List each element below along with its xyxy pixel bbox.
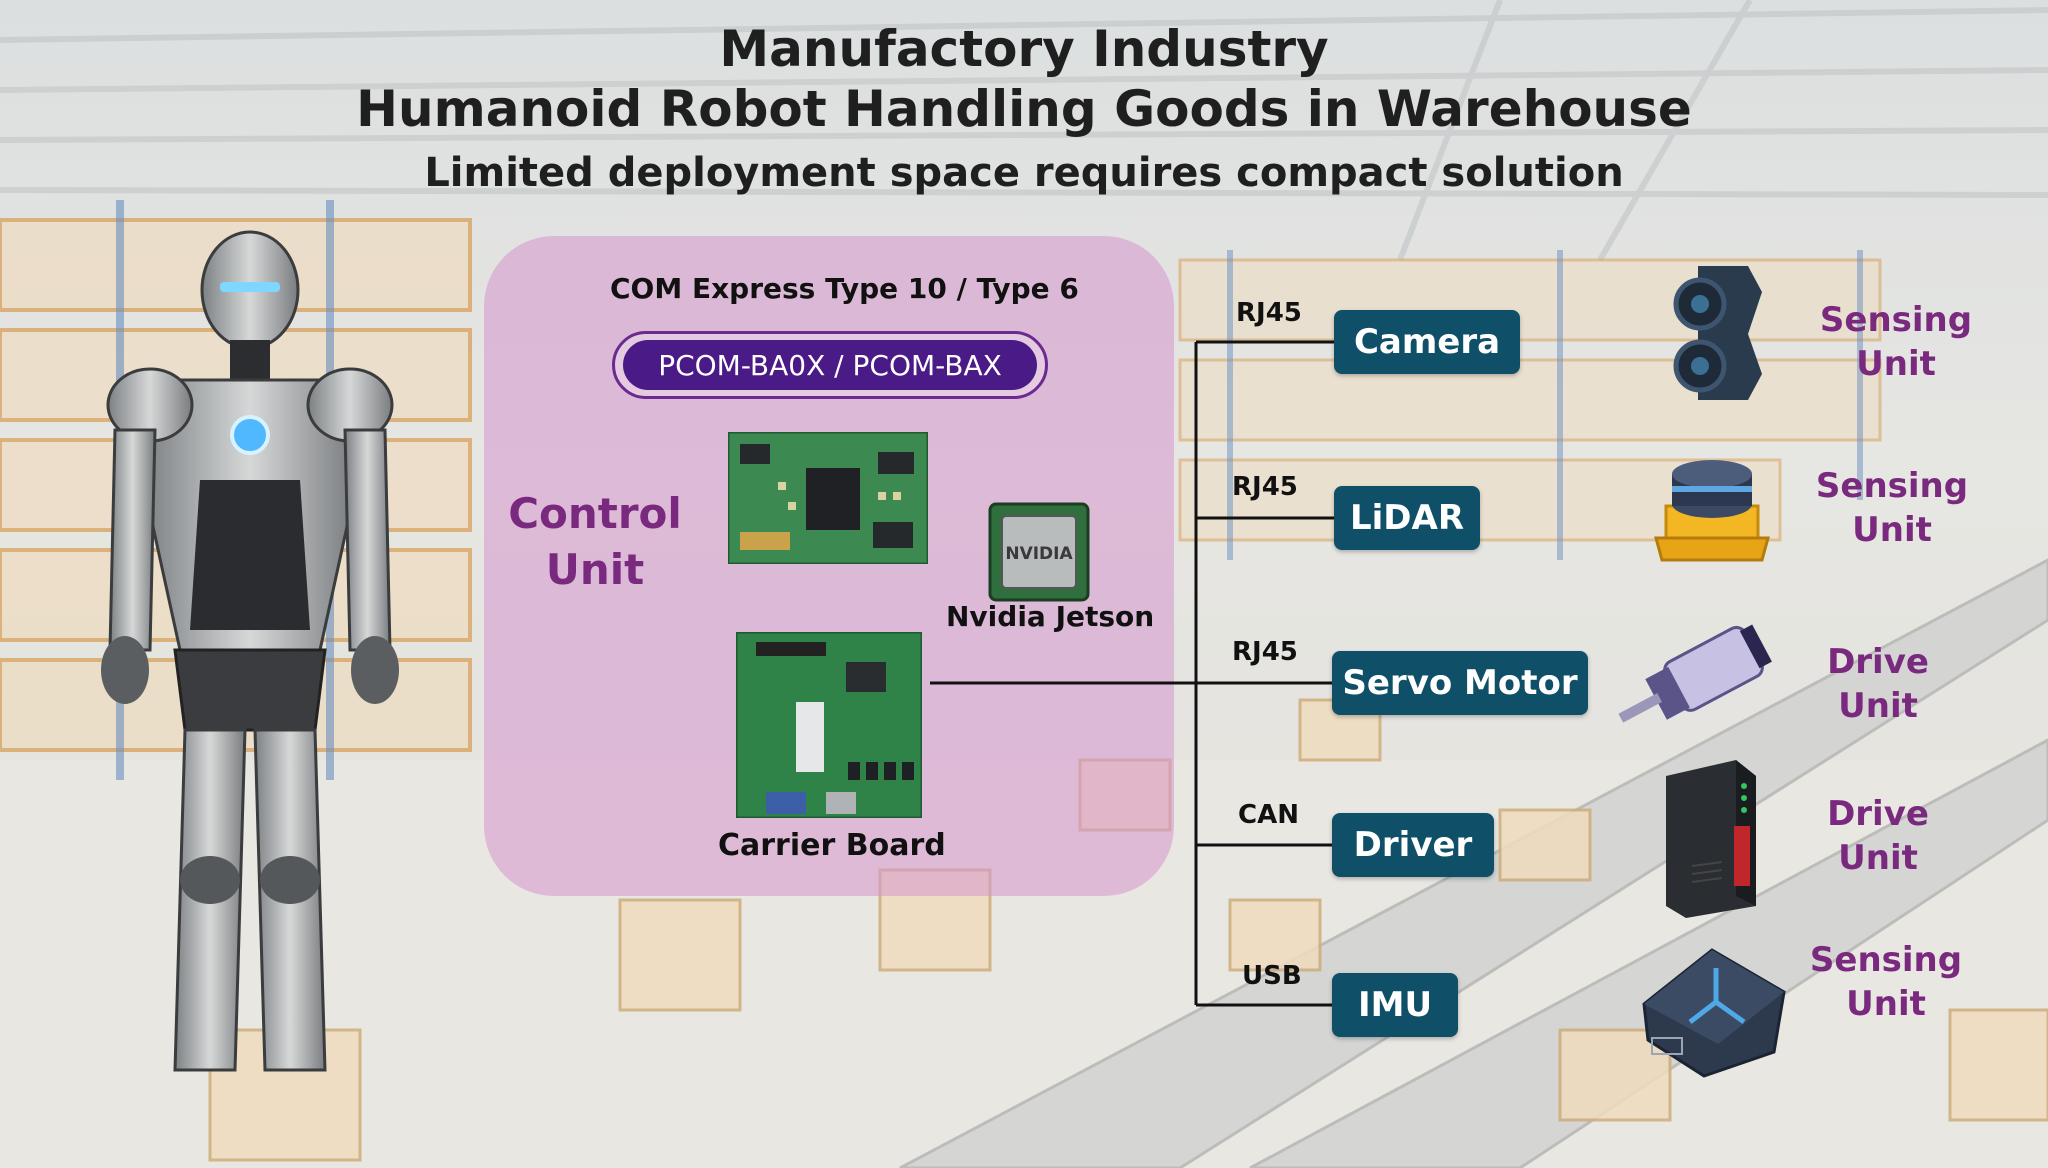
subtitle: Limited deployment space requires compac… xyxy=(424,150,1624,196)
com-express-label: COM Express Type 10 / Type 6 xyxy=(610,272,1079,305)
stereo-camera-icon xyxy=(1673,266,1762,400)
camera-unit-line-2: Unit xyxy=(1856,344,1936,384)
imu-unit-label: Sensing Unit xyxy=(1806,938,1966,1026)
control-unit-title-line-2: Unit xyxy=(545,545,645,594)
imu-unit-line-2: Unit xyxy=(1846,984,1926,1024)
control-unit-title: Control Unit xyxy=(505,486,685,598)
lidar-unit-line-1: Sensing xyxy=(1815,466,1969,506)
lidar-unit-label: Sensing Unit xyxy=(1812,464,1972,552)
lidar-interface-label: RJ45 xyxy=(1232,472,1298,502)
model-name: PCOM-BA0X / PCOM-BAX xyxy=(623,340,1037,390)
imu-icon xyxy=(1642,948,1786,1078)
camera-unit-label: Sensing Unit xyxy=(1816,298,1976,386)
servo-motor-box: Servo Motor xyxy=(1332,651,1588,715)
imu-interface-label: USB xyxy=(1242,961,1302,991)
motor-driver-icon xyxy=(1666,760,1756,918)
com-express-module-image xyxy=(728,432,928,564)
driver-interface-label: CAN xyxy=(1238,800,1299,830)
control-unit-title-line-1: Control xyxy=(508,489,682,538)
nvidia-jetson-chip-image: NVIDIA xyxy=(988,502,1090,602)
title-line-1: Manufactory Industry xyxy=(719,20,1329,78)
nvidia-jetson-label: Nvidia Jetson xyxy=(946,600,1155,633)
humanoid-robot-image xyxy=(101,230,399,1072)
imu-box: IMU xyxy=(1332,973,1458,1037)
driver-unit-line-2: Unit xyxy=(1838,838,1918,878)
servo-unit-label: Drive Unit xyxy=(1798,640,1958,728)
camera-unit-line-1: Sensing xyxy=(1819,300,1973,340)
driver-box: Driver xyxy=(1332,813,1494,877)
driver-unit-label: Drive Unit xyxy=(1798,792,1958,880)
carrier-board-label: Carrier Board xyxy=(718,828,946,863)
model-pill: PCOM-BA0X / PCOM-BAX xyxy=(612,331,1048,399)
driver-unit-line-1: Drive xyxy=(1827,794,1929,834)
servo-motor-icon xyxy=(1618,624,1772,723)
lidar-unit-line-2: Unit xyxy=(1852,510,1932,550)
servo-unit-line-1: Drive xyxy=(1827,642,1929,682)
servo-unit-line-2: Unit xyxy=(1838,686,1918,726)
camera-interface-label: RJ45 xyxy=(1236,298,1302,328)
camera-box: Camera xyxy=(1334,310,1520,374)
imu-unit-line-1: Sensing xyxy=(1809,940,1963,980)
title-line-2: Humanoid Robot Handling Goods in Warehou… xyxy=(356,80,1692,138)
nvidia-chip-text: NVIDIA xyxy=(1005,544,1073,564)
lidar-icon xyxy=(1654,460,1770,562)
servo-interface-label: RJ45 xyxy=(1232,637,1298,667)
lidar-box: LiDAR xyxy=(1334,486,1480,550)
carrier-board-image xyxy=(736,632,922,818)
